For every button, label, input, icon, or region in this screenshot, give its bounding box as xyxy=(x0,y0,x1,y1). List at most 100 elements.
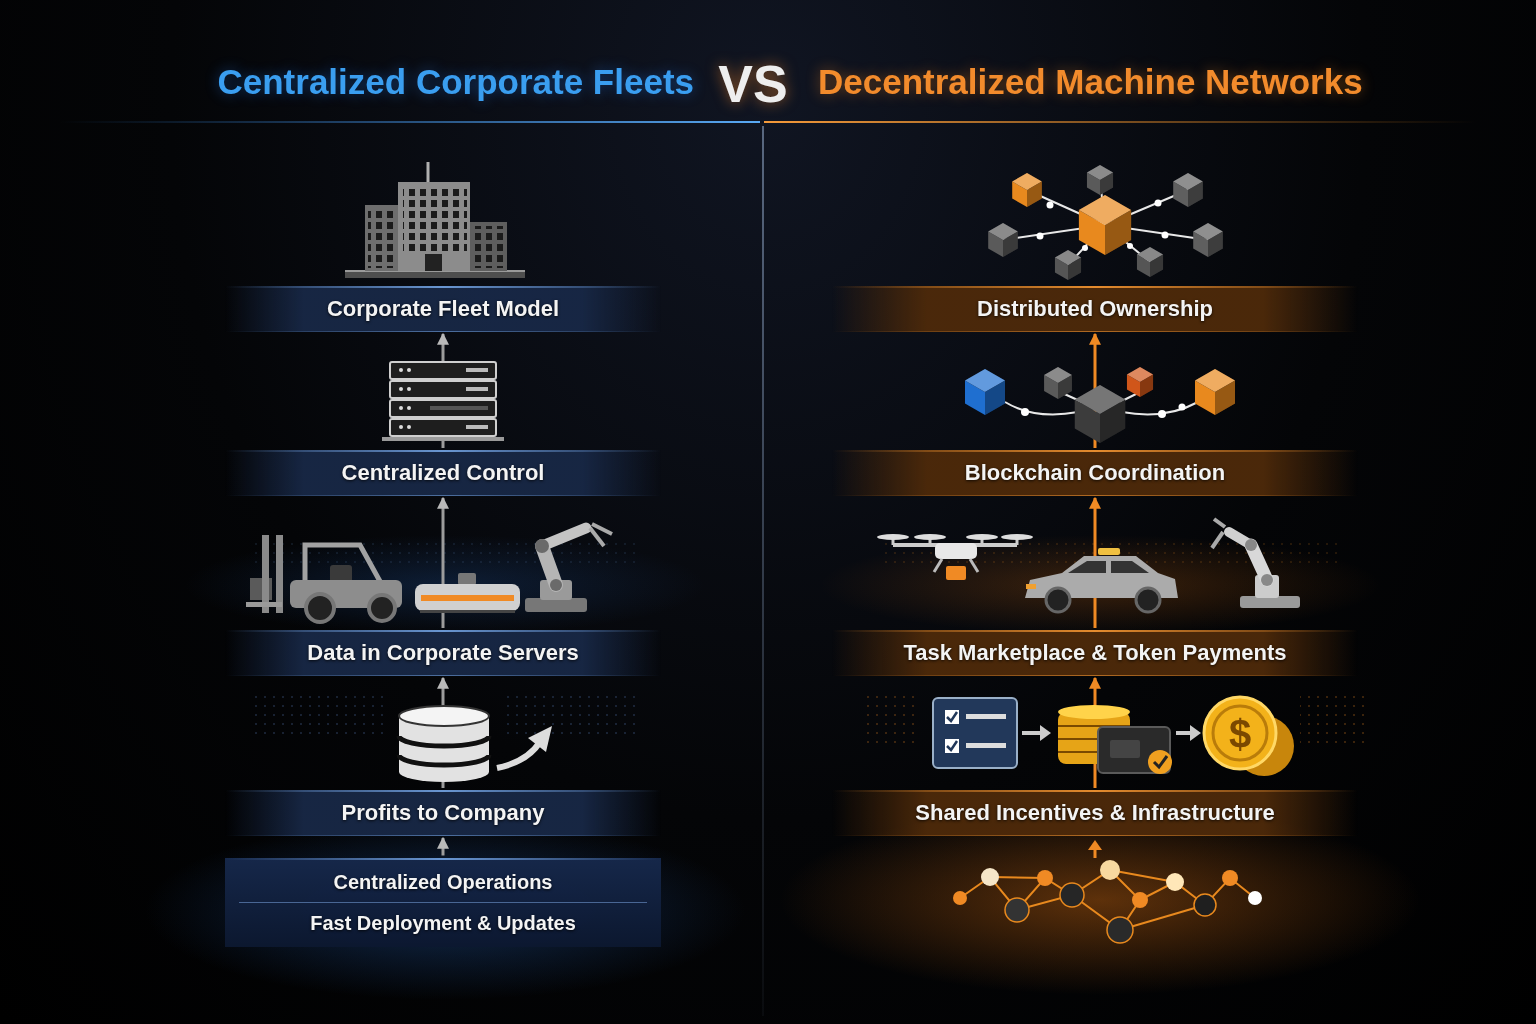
blockchain-blocks xyxy=(1195,369,1235,415)
connectors xyxy=(443,334,1095,856)
ownership-network xyxy=(1079,195,1131,255)
blockchain-blocks xyxy=(1179,404,1186,411)
robot-arm xyxy=(525,524,612,612)
drone xyxy=(1001,534,1033,540)
robot-arm xyxy=(1255,575,1279,598)
peer-network xyxy=(1060,883,1084,907)
drone xyxy=(934,559,942,572)
server-rack xyxy=(407,406,411,410)
robot-arm xyxy=(542,528,586,546)
office-building xyxy=(425,254,442,271)
ownership-network xyxy=(1137,247,1163,277)
band-label: Shared Incentives & Infrastructure xyxy=(846,800,1344,826)
dot-texture xyxy=(500,695,640,735)
forklift xyxy=(306,594,334,622)
database-icon xyxy=(399,755,489,765)
robot-arm xyxy=(1212,532,1223,548)
heading-right: Decentralized Machine Networks xyxy=(818,62,1508,102)
coin-icon xyxy=(1204,697,1276,769)
background-glow xyxy=(145,820,745,1000)
band: Profits to Company xyxy=(225,790,661,836)
autonomous-car xyxy=(1136,588,1160,612)
mobile-robot xyxy=(415,584,520,611)
forklift xyxy=(369,595,395,621)
ownership-network xyxy=(1155,200,1162,207)
blockchain-blocks xyxy=(1158,410,1166,418)
flow-arrow xyxy=(1190,725,1201,741)
database-icon xyxy=(399,706,552,782)
server-rack xyxy=(399,368,403,372)
band-label: Profits to Company xyxy=(239,800,647,826)
office-building xyxy=(403,188,467,252)
wallet-icon xyxy=(1098,727,1170,773)
ownership-network xyxy=(1012,173,1042,207)
dot-texture xyxy=(1300,690,1370,750)
autonomous-car xyxy=(1111,561,1149,573)
autonomous-car xyxy=(1025,548,1178,612)
ownership-network xyxy=(1087,165,1113,195)
drone xyxy=(877,534,909,540)
server-rack xyxy=(399,425,403,429)
coin-symbol: $ xyxy=(1210,711,1270,757)
office-building xyxy=(469,226,504,268)
database-icon xyxy=(528,726,552,752)
band: Corporate Fleet Model xyxy=(225,286,661,332)
server-rack xyxy=(407,387,411,391)
ownership-network xyxy=(1055,250,1081,280)
peer-network xyxy=(981,868,999,886)
header-rule xyxy=(60,121,1476,123)
ownership-network xyxy=(1037,233,1044,240)
background-glow xyxy=(820,535,1380,635)
checklist-icon xyxy=(945,739,959,753)
office-building xyxy=(398,182,470,271)
band-label: Fast Deployment & Updates xyxy=(239,902,647,943)
wallet-icon xyxy=(1110,740,1140,758)
blockchain-blocks xyxy=(1127,367,1153,397)
robot-arm xyxy=(1214,519,1225,527)
office-building xyxy=(365,205,403,271)
blockchain-blocks xyxy=(1021,408,1029,416)
server-rack xyxy=(390,362,496,379)
server-rack xyxy=(466,425,488,429)
drone xyxy=(935,543,977,559)
band: Distributed Ownership xyxy=(832,286,1358,332)
robot-arm xyxy=(540,580,572,600)
forklift xyxy=(246,602,282,607)
server-rack xyxy=(382,362,504,441)
robot-arm xyxy=(525,598,587,612)
peer-network xyxy=(953,840,1262,943)
band: Centralized OperationsFast Deployment & … xyxy=(225,858,661,947)
office-building xyxy=(345,162,525,278)
dot-texture xyxy=(250,695,390,735)
flow-arrow xyxy=(1176,725,1201,741)
peer-network xyxy=(1005,898,1029,922)
database-icon xyxy=(497,742,540,768)
autonomous-car xyxy=(1026,584,1036,589)
band: Data in Corporate Servers xyxy=(225,630,661,676)
server-rack xyxy=(407,368,411,372)
drone xyxy=(970,559,978,572)
peer-network xyxy=(1194,894,1216,916)
coin-icon xyxy=(1204,697,1294,776)
server-rack xyxy=(430,406,488,410)
autonomous-car xyxy=(1068,561,1106,573)
band-label: Centralized Control xyxy=(239,460,647,486)
server-rack xyxy=(390,419,496,436)
robot-arm xyxy=(1261,574,1273,586)
server-rack xyxy=(466,387,488,391)
peer-network xyxy=(1107,917,1133,943)
mobile-robot xyxy=(421,595,514,601)
ownership-network xyxy=(1047,202,1054,209)
office-building xyxy=(427,162,430,182)
ownership-network xyxy=(1193,223,1223,257)
blockchain-blocks xyxy=(965,369,1005,415)
band-label: Distributed Ownership xyxy=(846,296,1344,322)
server-rack xyxy=(399,406,403,410)
band-label: Centralized Operations xyxy=(239,862,647,902)
versus-mark: VS xyxy=(700,55,806,115)
server-rack xyxy=(407,425,411,429)
mobile-robot xyxy=(420,610,515,613)
peer-network xyxy=(1166,873,1184,891)
flow-arrow xyxy=(1176,731,1192,735)
